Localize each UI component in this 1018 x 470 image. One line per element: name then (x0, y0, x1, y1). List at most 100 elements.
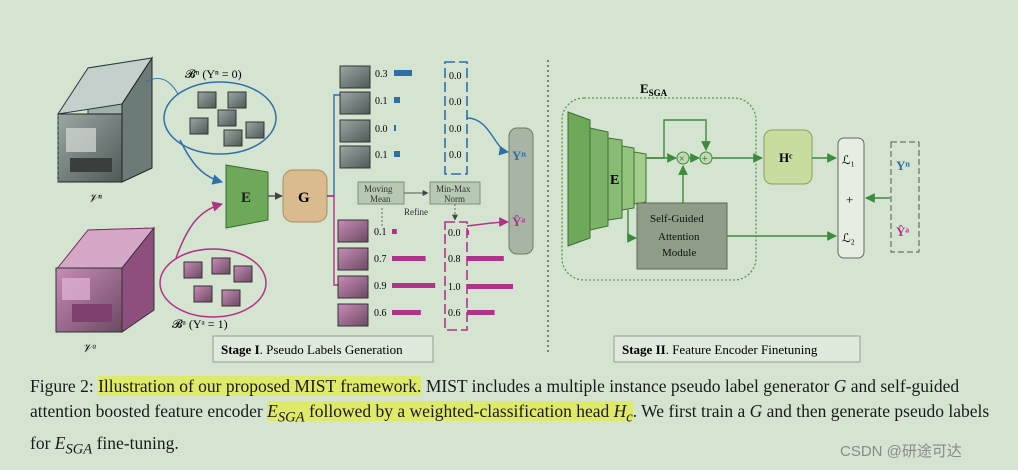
normal-norm-3: 0.0 (449, 150, 462, 161)
esga-title-main: E (640, 81, 649, 96)
esga-title: ESGA (640, 81, 668, 98)
abnormal-clips-column (337, 219, 369, 327)
abnormal-bag-ellipse (159, 248, 267, 318)
abnormal-score-bar-0 (392, 229, 397, 234)
abnormal-norm-column (444, 221, 468, 331)
normal-score-3: 0.1 (375, 150, 388, 161)
normal-bag-label: 𝓑ⁿ (Yⁿ = 0) (185, 67, 242, 81)
svg-text:+: + (702, 154, 708, 165)
abnormal-norm-0: 0.0 (448, 228, 461, 239)
normal-norm-labels: 0.0 0.0 0.0 0.0 (449, 71, 462, 161)
stage1-title-rest: . Pseudo Labels Generation (260, 342, 403, 357)
svg-text:×: × (679, 154, 685, 165)
esga-dotted-region (561, 97, 757, 281)
stage1-title: Stage I. Pseudo Labels Generation (221, 342, 403, 357)
sga-line2: Attention (658, 231, 700, 243)
normal-score-bar-0 (394, 70, 412, 76)
sga-line3: Module (662, 247, 696, 259)
caption-highlight-1: Illustration of our proposed MIST framew… (98, 376, 422, 396)
moving-mean-line1: Moving (364, 184, 393, 194)
caption-g1: G (833, 376, 847, 396)
stage2-title-box (613, 335, 861, 363)
caption-e2: E (54, 432, 66, 453)
abnormal-norm-bar-2 (467, 284, 513, 289)
abnormal-norm-3: 0.6 (448, 308, 461, 319)
stage2-encoder-stack (567, 111, 647, 247)
abnormal-score-2: 0.9 (374, 281, 387, 292)
stage2-label-column (890, 141, 920, 253)
abnormal-video-label: 𝒱ᵃ (82, 341, 97, 355)
abnormal-norm-bar-3 (467, 310, 495, 315)
abnormal-norm-2: 1.0 (448, 282, 461, 293)
caption-h-sub: c (626, 409, 633, 426)
stage2-y-normal: Yⁿ (896, 158, 910, 173)
watermark: CSDN @研途可达 (840, 443, 962, 460)
abnormal-bag-label: 𝓑ᵃ (Yᵃ = 1) (172, 317, 228, 331)
loss-1: ℒ₁ (842, 153, 855, 167)
stage1-title-box (212, 335, 434, 363)
normal-norm-1: 0.0 (449, 97, 462, 108)
normal-video-cube (56, 56, 154, 183)
caption-text-5: fine-tuning. (92, 432, 179, 453)
stage1-encoder (225, 164, 269, 229)
stage2-y-abnormal: Ŷᵃ (896, 224, 909, 239)
normal-score-2: 0.0 (375, 124, 388, 135)
stage2-title-bold: Stage II (622, 342, 666, 357)
normal-video-label: 𝒱ⁿ (88, 191, 102, 205)
abnormal-video-cube (54, 226, 156, 333)
caption-esga: E (267, 401, 278, 421)
stage1-y-abnormal: Ŷᵃ (512, 214, 525, 229)
abnormal-norm-bar-1 (467, 256, 504, 261)
stage2-encoder-label: E (610, 173, 619, 188)
esga-title-sub: SGA (649, 88, 668, 98)
stage1-encoder-label: E (241, 190, 251, 206)
caption-highlight-2-text: followed by a weighted-classification he… (304, 401, 614, 421)
abnormal-norm-bar-0 (467, 230, 469, 235)
caption-h: H (613, 401, 627, 421)
normal-score-bars (394, 70, 412, 157)
stage2-title: Stage II. Feature Encoder Finetuning (622, 342, 818, 357)
caption-prefix: Figure 2: (30, 376, 99, 396)
abnormal-norm-bars (467, 230, 513, 315)
moving-mean-line2: Mean (370, 194, 391, 204)
minmax-line2: Norm (444, 194, 465, 204)
classification-head (763, 129, 813, 185)
loss-column (837, 137, 865, 259)
abnormal-norm-1: 0.8 (448, 254, 461, 265)
caption-text-2: and self-guided attention boosted featur… (30, 376, 960, 421)
normal-clips-column (339, 65, 371, 169)
abnormal-score-bar-3 (392, 310, 421, 315)
stage1-label-column (508, 127, 534, 255)
abnormal-score-3: 0.6 (374, 308, 387, 319)
abnormal-score-labels: 0.1 0.7 0.9 0.6 (374, 227, 387, 319)
normal-score-labels: 0.3 0.1 0.0 0.1 (375, 69, 388, 161)
abnormal-score-bar-1 (392, 256, 426, 261)
caption-text-4: and then generate pseudo labels for (30, 401, 990, 453)
abnormal-score-0: 0.1 (374, 227, 387, 238)
mist-diagram: 𝒱ⁿ 𝒱ᵃ 𝓑ⁿ (Yⁿ = 0) 𝓑ᵃ (Yᵃ = 1) E G (54, 56, 920, 363)
stage2-title-rest: . Feature Encoder Finetuning (666, 342, 818, 357)
abnormal-bag-clips (183, 257, 253, 307)
stage1-y-normal: Yⁿ (512, 148, 526, 163)
caption-e2-sub: SGA (65, 441, 93, 457)
normal-norm-2: 0.0 (449, 124, 462, 135)
caption-highlight-2: ESGA followed by a weighted-classificati… (267, 401, 633, 426)
normal-score-1: 0.1 (375, 96, 388, 107)
loss-plus: + (846, 192, 853, 207)
abnormal-norm-labels: 0.0 0.8 1.0 0.6 (448, 228, 461, 319)
refine-label: Refine (404, 207, 428, 217)
normal-bag-clips (189, 91, 265, 147)
head-label: Hᶜ (779, 150, 793, 165)
caption-esga-sub: SGA (277, 409, 305, 426)
stage1-title-bold: Stage I (221, 342, 260, 357)
normal-score-bar-2 (394, 125, 396, 131)
figure-caption: Figure 2: Illustration of our proposed M… (30, 374, 990, 462)
normal-score-bar-3 (394, 151, 400, 157)
abnormal-score-bars (392, 229, 436, 315)
sga-module (636, 202, 728, 270)
caption-g2: G (749, 401, 763, 421)
sga-line1: Self-Guided (650, 213, 704, 225)
abnormal-score-bar-2 (392, 283, 436, 288)
loss-2: ℒ₂ (842, 231, 855, 245)
normal-bag-ellipse (163, 81, 277, 155)
